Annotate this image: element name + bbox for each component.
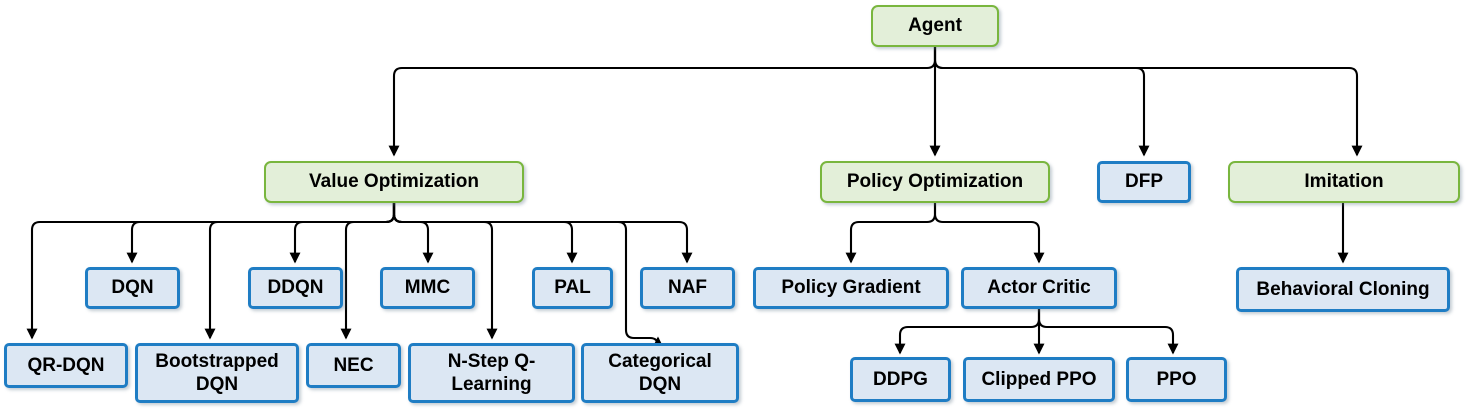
node-categorical-dqn-label: Categorical DQN [608,350,712,395]
node-ddqn[interactable]: DDQN [248,267,343,309]
node-naf[interactable]: NAF [640,267,735,309]
node-value-optimization[interactable]: Value Optimization [264,161,524,203]
node-categorical-dqn[interactable]: Categorical DQN [581,343,739,403]
node-actor-critic-label: Actor Critic [987,277,1091,299]
node-policy-gradient-label: Policy Gradient [781,277,921,299]
node-ppo[interactable]: PPO [1126,357,1227,402]
node-dqn-label: DQN [111,277,154,299]
node-nec-label: NEC [333,354,374,376]
node-dqn[interactable]: DQN [85,267,180,309]
node-qr-dqn-label: QR-DQN [27,354,105,376]
node-nec[interactable]: NEC [306,343,401,388]
node-behavioral-cloning[interactable]: Behavioral Cloning [1236,267,1450,312]
node-clipped-ppo-label: Clipped PPO [981,368,1097,390]
node-imitation[interactable]: Imitation [1228,161,1460,203]
node-ddqn-label: DDQN [267,277,324,299]
node-n-step-q-learning[interactable]: N-Step Q-Learning [408,343,575,403]
node-dfp[interactable]: DFP [1097,161,1191,203]
node-mmc[interactable]: MMC [380,267,475,309]
node-clipped-ppo[interactable]: Clipped PPO [963,357,1115,402]
node-policy-optimization-label: Policy Optimization [846,171,1024,193]
node-value-optimization-label: Value Optimization [309,171,479,193]
node-policy-optimization[interactable]: Policy Optimization [820,161,1050,203]
node-ppo-label: PPO [1156,368,1197,390]
node-pal[interactable]: PAL [532,267,613,309]
node-naf-label: NAF [667,277,708,299]
node-ddpg[interactable]: DDPG [850,357,951,402]
node-agent-label: Agent [908,15,962,37]
node-actor-critic[interactable]: Actor Critic [961,267,1117,309]
node-n-step-q-learning-label: N-Step Q-Learning [447,350,536,395]
node-dfp-label: DFP [1125,171,1163,193]
node-behavioral-cloning-label: Behavioral Cloning [1256,278,1430,300]
node-mmc-label: MMC [404,277,451,299]
node-policy-gradient[interactable]: Policy Gradient [753,267,949,309]
node-qr-dqn[interactable]: QR-DQN [4,343,128,388]
node-ddpg-label: DDPG [873,368,928,390]
node-bootstrapped-dqn[interactable]: Bootstrapped DQN [135,343,299,403]
node-bootstrapped-dqn-label: Bootstrapped DQN [155,350,279,395]
node-agent[interactable]: Agent [871,5,999,47]
node-imitation-label: Imitation [1304,171,1384,193]
node-pal-label: PAL [554,277,591,299]
